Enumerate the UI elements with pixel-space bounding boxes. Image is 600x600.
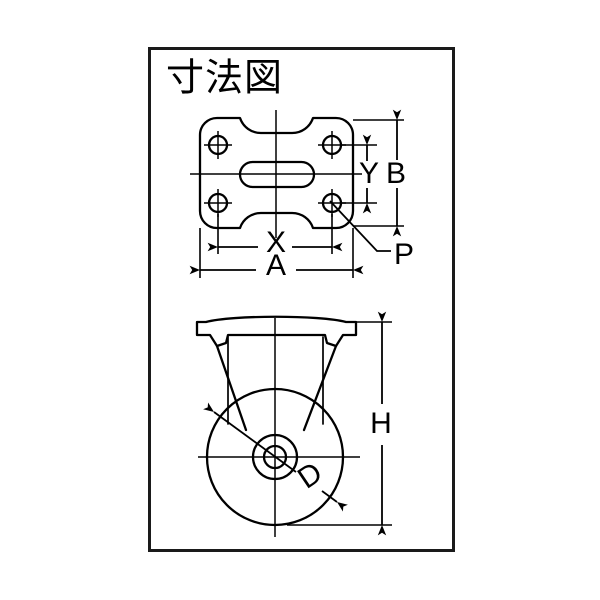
bolt-hole-top-left [204, 131, 232, 159]
dimension-label-Y: Y [359, 157, 379, 190]
dimension-A: A [189, 228, 364, 282]
dimension-label-B: B [386, 157, 406, 190]
dimension-Y: Y [340, 134, 379, 214]
dimension-label-A: A [266, 249, 286, 282]
side-plate-outline [195, 315, 358, 348]
fork-leg-right [302, 344, 338, 432]
dimension-B: B [353, 109, 406, 237]
dimension-X: X [207, 214, 343, 259]
page-title: 寸法図 [166, 56, 283, 100]
plate-outline [198, 116, 355, 230]
dimension-label-H: H [370, 407, 392, 440]
fork-leg-left [215, 344, 248, 432]
dimension-H: H [370, 311, 392, 536]
dimension-label-X: X [266, 226, 286, 259]
dimension-label-P: P [394, 238, 414, 271]
dimension-P: P [329, 200, 414, 271]
bolt-hole-bottom-left [204, 189, 232, 217]
